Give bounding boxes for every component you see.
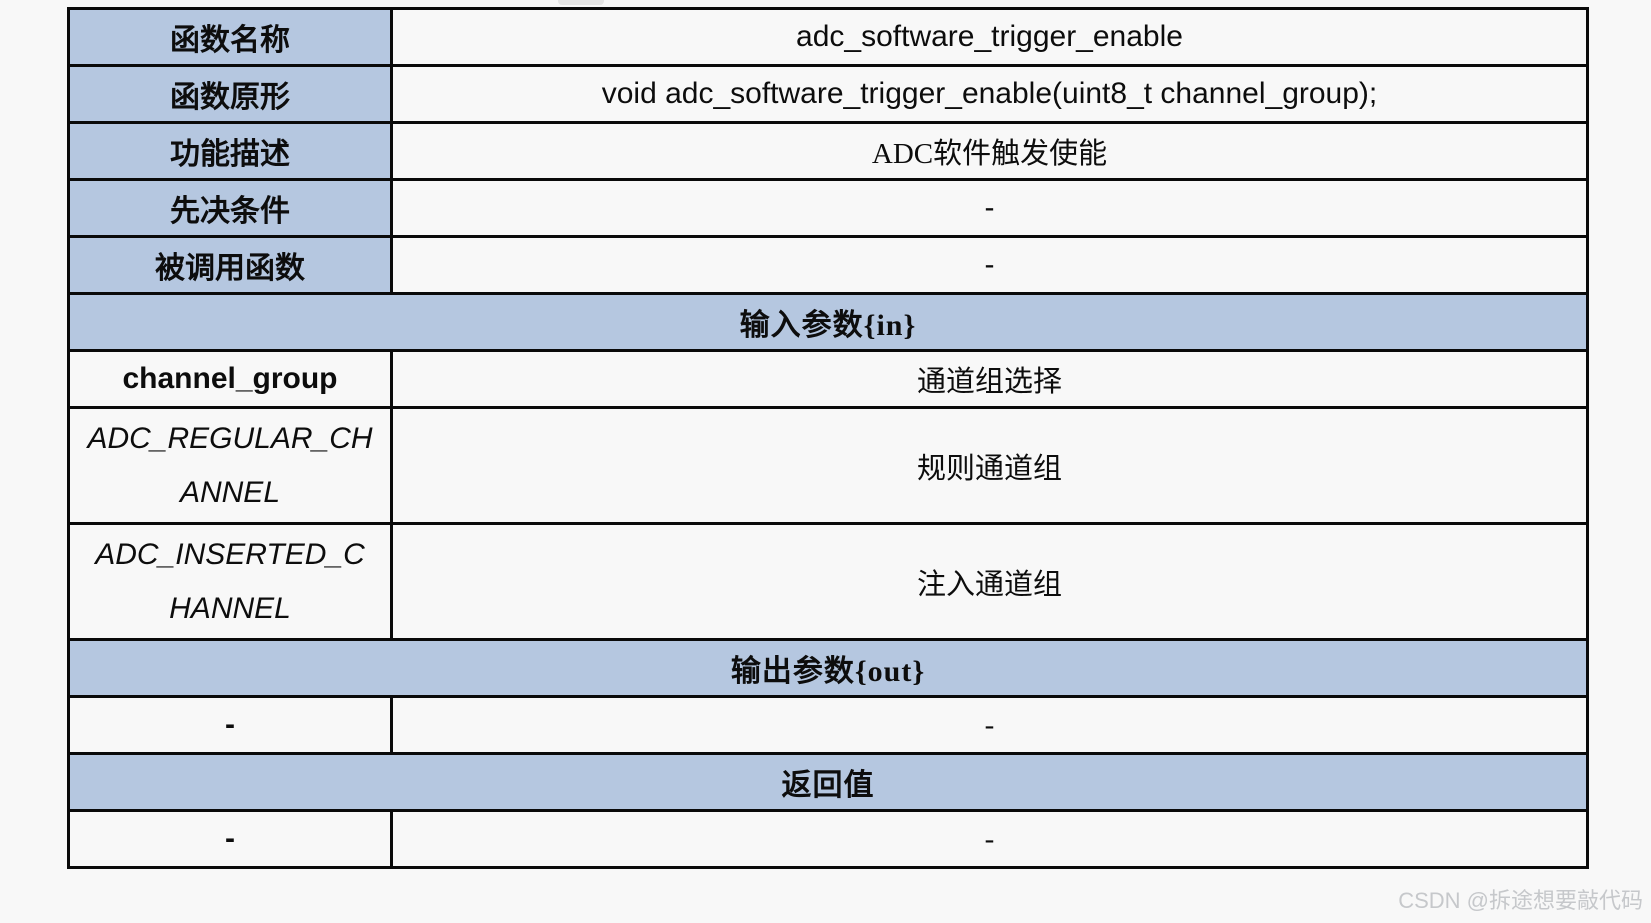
called-functions-label: 被调用函数 — [67, 235, 393, 295]
function-prototype-label: 函数原形 — [67, 64, 393, 124]
function-description-label: 功能描述 — [67, 121, 393, 181]
return-value-desc: - — [390, 809, 1589, 869]
table-row-input-params-header: 输入参数{in} — [67, 292, 1589, 352]
table-row-channel-group: channel_group 通道组选择 — [67, 349, 1589, 409]
function-description-value: ADC软件触发使能 — [390, 121, 1589, 181]
output-param-desc: - — [390, 695, 1589, 755]
table-row-output-empty: - - — [67, 695, 1589, 755]
output-params-section-title: 输出参数{out} — [67, 638, 1589, 698]
cropped-text-remnant — [558, 0, 604, 5]
inserted-channel-enum-text: ADC_INSERTED_CHANNEL — [95, 537, 365, 625]
return-value-name: - — [67, 809, 393, 869]
table-row-called-functions: 被调用函数 - — [67, 235, 1589, 295]
regular-channel-desc: 规则通道组 — [390, 406, 1589, 525]
table-row-regular-channel: ADC_REGULAR_CHANNEL 规则通道组 — [67, 406, 1589, 525]
table-row-inserted-channel: ADC_INSERTED_CHANNEL 注入通道组 — [67, 522, 1589, 641]
preconditions-value: - — [390, 178, 1589, 238]
return-value-section-title: 返回值 — [67, 752, 1589, 812]
function-name-label: 函数名称 — [67, 7, 393, 67]
regular-channel-enum: ADC_REGULAR_CHANNEL — [67, 406, 393, 525]
channel-group-param-desc: 通道组选择 — [390, 349, 1589, 409]
function-name-value: adc_software_trigger_enable — [390, 7, 1589, 67]
regular-channel-enum-text: ADC_REGULAR_CHANNEL — [87, 421, 373, 509]
function-doc-table: 函数名称 adc_software_trigger_enable 函数原形 vo… — [67, 7, 1589, 869]
inserted-channel-enum: ADC_INSERTED_CHANNEL — [67, 522, 393, 641]
table-row-function-description: 功能描述 ADC软件触发使能 — [67, 121, 1589, 181]
inserted-channel-desc: 注入通道组 — [390, 522, 1589, 641]
preconditions-label: 先决条件 — [67, 178, 393, 238]
table-row-function-name: 函数名称 adc_software_trigger_enable — [67, 7, 1589, 67]
output-param-name: - — [67, 695, 393, 755]
function-prototype-value: void adc_software_trigger_enable(uint8_t… — [390, 64, 1589, 124]
table-row-preconditions: 先决条件 - — [67, 178, 1589, 238]
channel-group-param-name: channel_group — [67, 349, 393, 409]
table-row-return-empty: - - — [67, 809, 1589, 869]
table-row-output-params-header: 输出参数{out} — [67, 638, 1589, 698]
input-params-section-title: 输入参数{in} — [67, 292, 1589, 352]
table-row-function-prototype: 函数原形 void adc_software_trigger_enable(ui… — [67, 64, 1589, 124]
called-functions-value: - — [390, 235, 1589, 295]
table-row-return-value-header: 返回值 — [67, 752, 1589, 812]
csdn-watermark: CSDN @拆途想要敲代码 — [1398, 888, 1643, 913]
